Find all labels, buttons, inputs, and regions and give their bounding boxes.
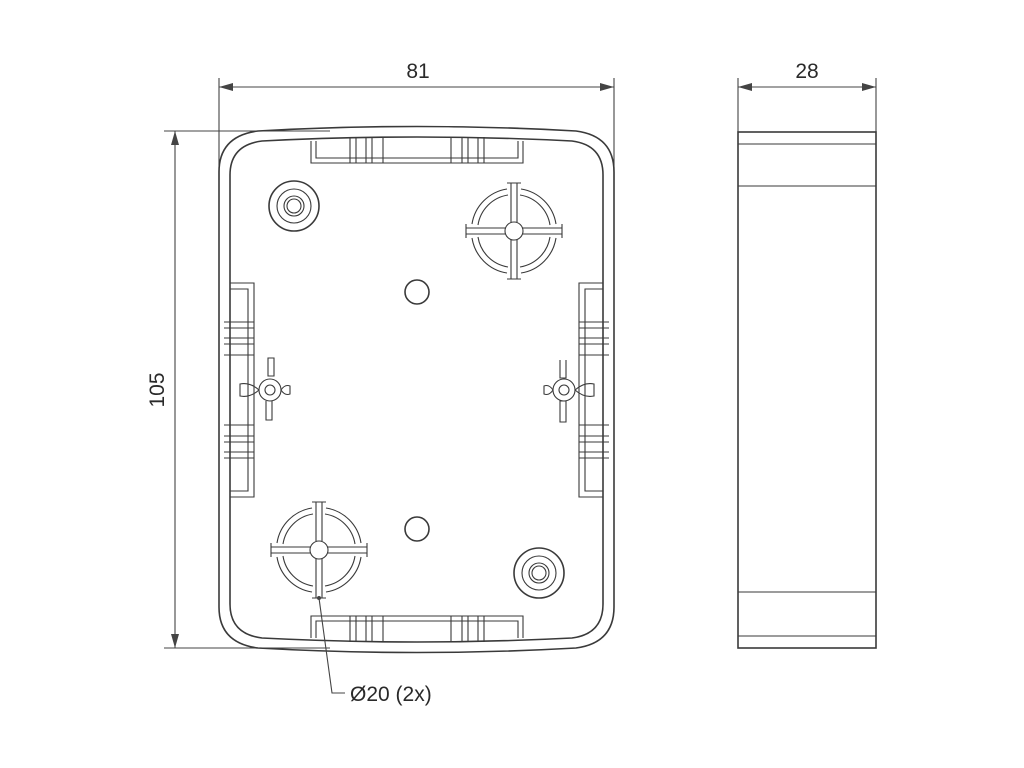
knockout-top-right [465, 182, 563, 280]
left-latch [224, 282, 255, 498]
mounting-hole-lower [404, 516, 430, 542]
height-dimension: 105 [146, 130, 330, 649]
width-label: 81 [406, 60, 429, 83]
front-view: Ø20 (2x) [218, 125, 615, 706]
bottom-latch [310, 615, 524, 642]
top-latch [310, 137, 524, 164]
screw-boss-top-left [268, 180, 320, 232]
screw-boss-bottom-right [513, 547, 565, 599]
height-label: 105 [146, 372, 169, 407]
knockout-bottom-left [270, 501, 368, 599]
right-latch [578, 282, 609, 498]
side-view [737, 131, 877, 649]
box-inner-outline [229, 136, 604, 643]
knockout-leader [317, 596, 345, 694]
depth-label: 28 [795, 60, 818, 83]
mounting-hole-upper [404, 279, 430, 305]
right-mounting-clip [543, 360, 595, 423]
knockout-label: Ø20 (2x) [350, 683, 432, 706]
box-outer-outline [218, 125, 615, 654]
depth-dimension: 28 [737, 60, 877, 132]
side-view-outline [737, 131, 877, 649]
left-mounting-clip [239, 357, 291, 421]
width-dimension: 81 [218, 60, 615, 180]
